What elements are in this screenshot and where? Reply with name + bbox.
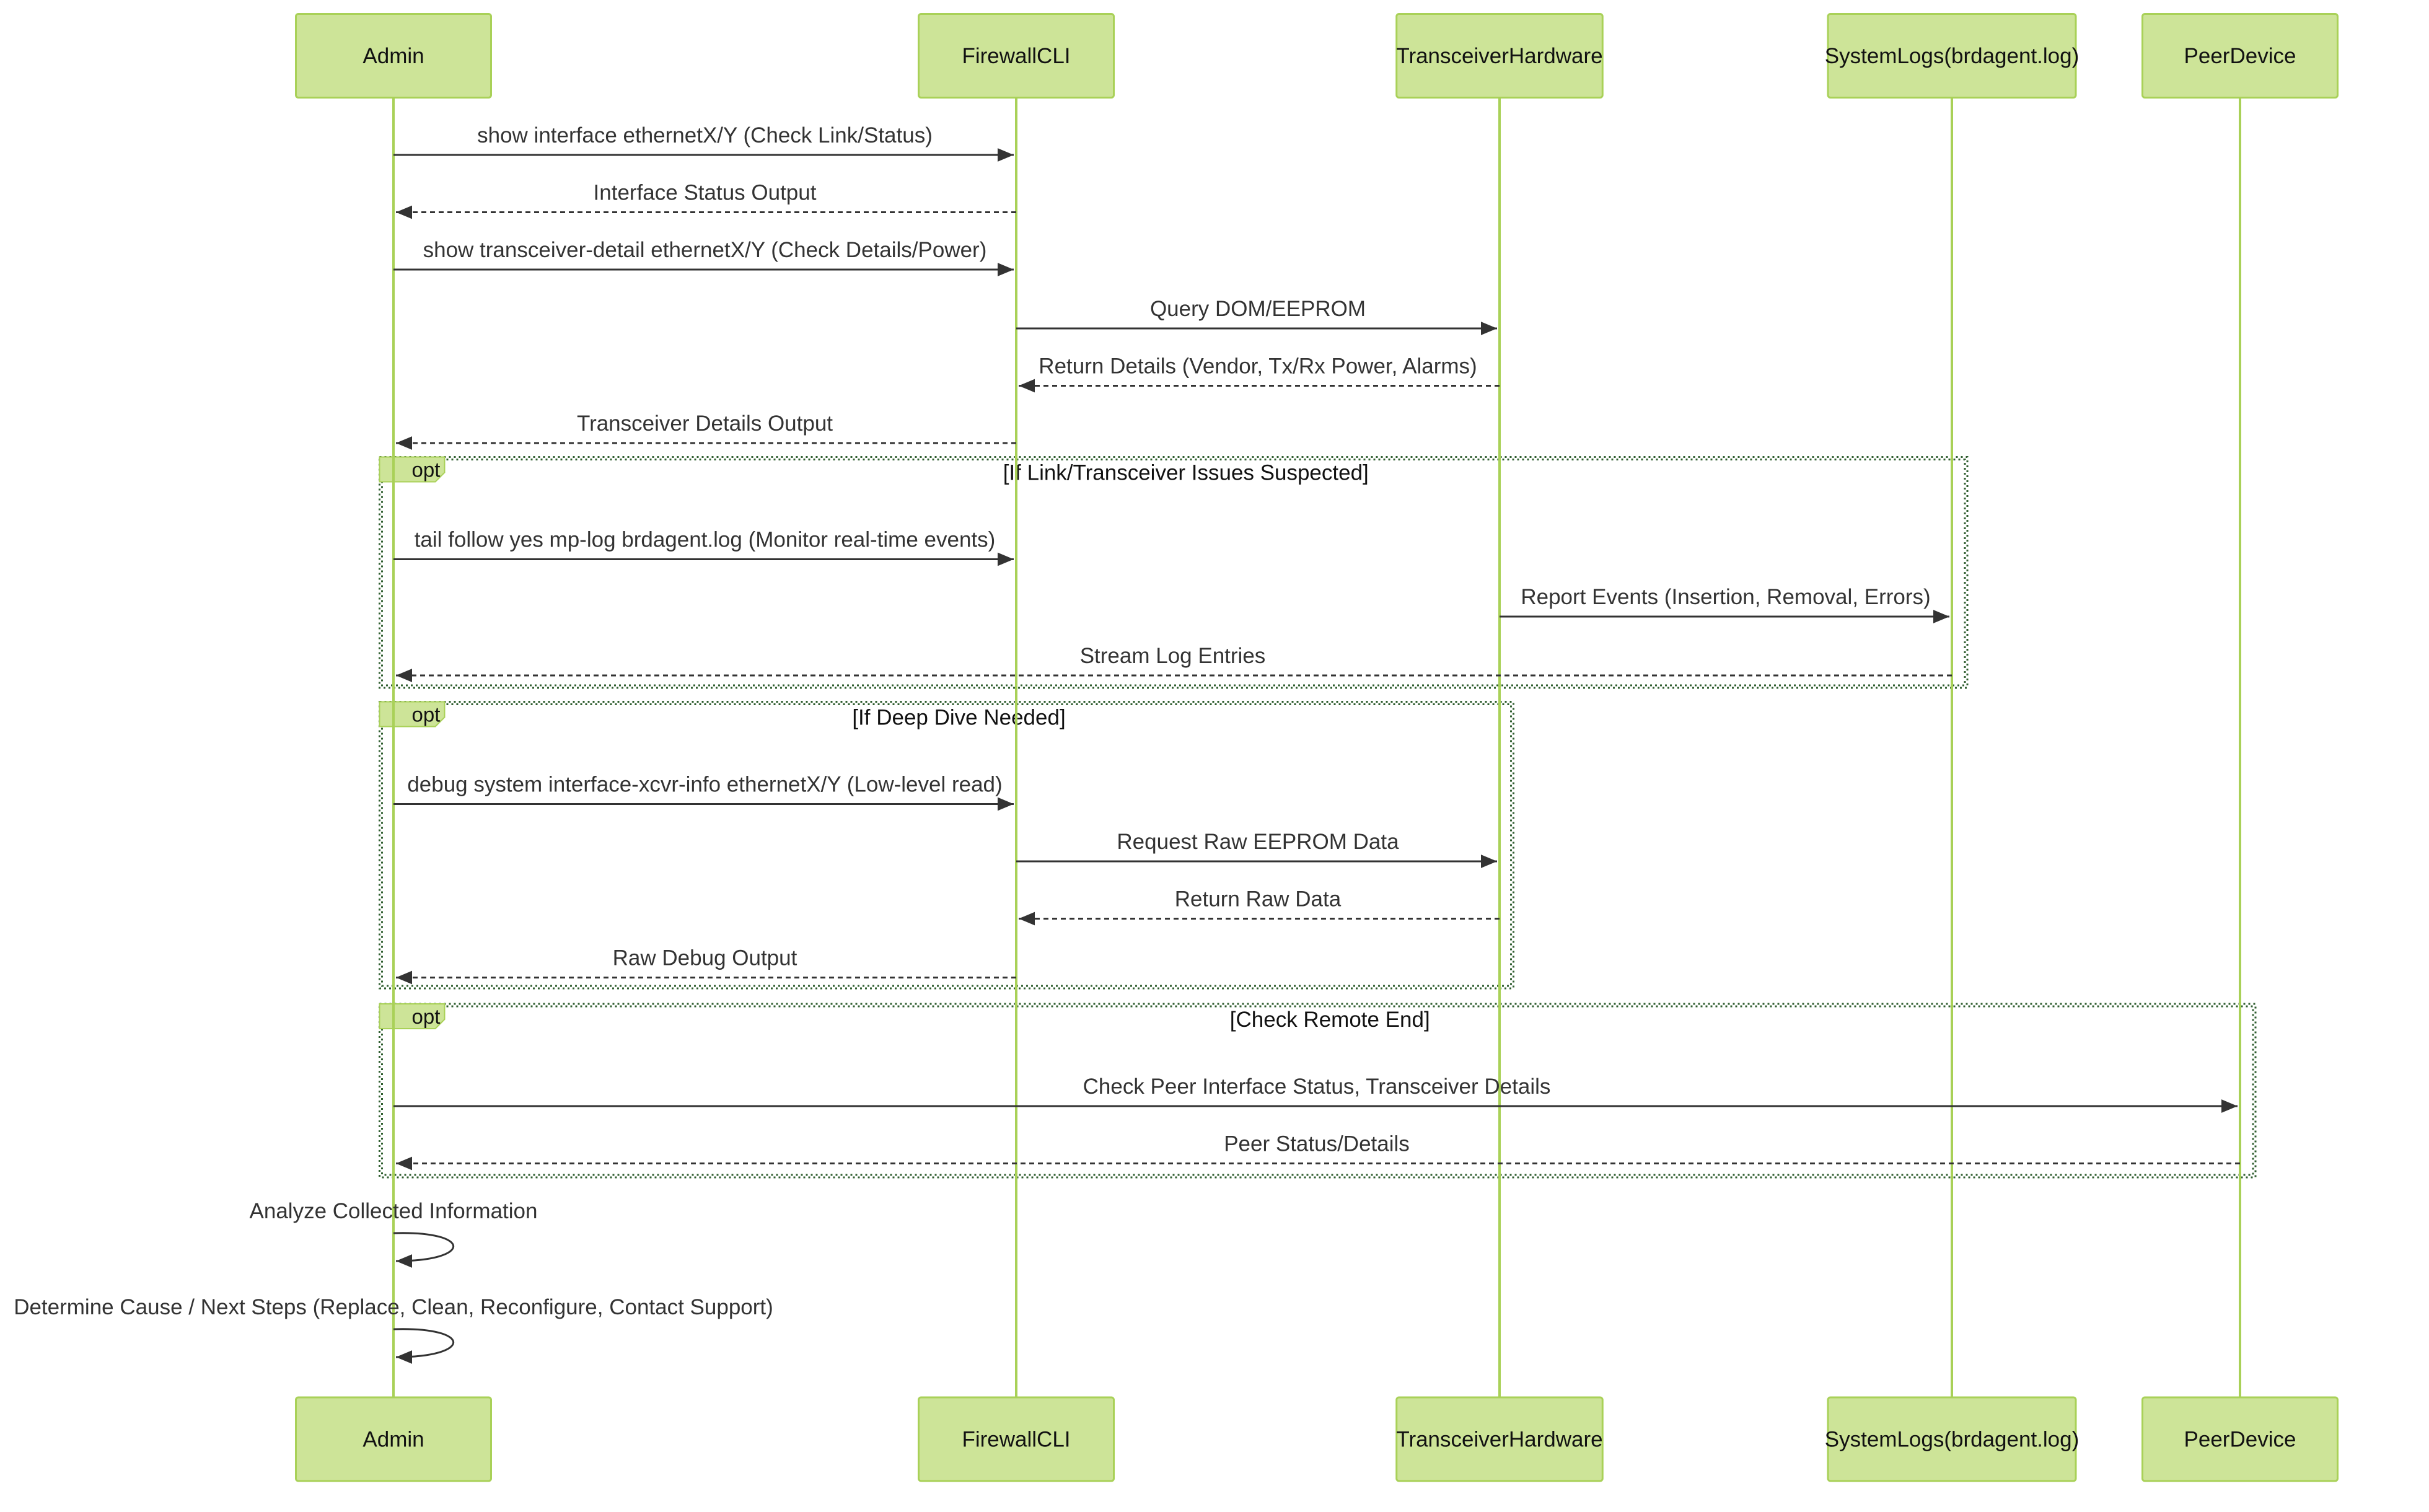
message-label: Check Peer Interface Status, Transceiver… [1083,1075,1551,1099]
actor-box-top: TransceiverHardware [1395,13,1604,99]
actor-box-bottom: TransceiverHardware [1395,1396,1604,1482]
actor-label: Admin [362,44,424,68]
call-message: Request Raw EEPROM Data [1016,830,1497,868]
fragment-keyword: opt [412,459,441,481]
message-label: Determine Cause / Next Steps (Replace, C… [14,1295,773,1319]
actor-box-top: Admin [295,13,492,99]
fragment-condition: [If Deep Dive Needed] [852,706,1065,730]
message-label: Return Details (Vendor, Tx/Rx Power, Ala… [1039,354,1477,379]
self-message: Determine Cause / Next Steps (Replace, C… [14,1295,773,1364]
message-label: show transceiver-detail ethernetX/Y (Che… [423,238,987,262]
call-message: show interface ethernetX/Y (Check Link/S… [393,123,1014,162]
actors-layer: AdminAdminFirewallCLIFirewallCLITranscei… [295,13,2339,1482]
message-label: Request Raw EEPROM Data [1117,830,1399,854]
fragment-tab [379,1003,446,1029]
fragments-layer: opt [If Link/Transceiver Issues Suspected… [379,456,2257,1179]
message-label: Analyze Collected Information [250,1199,538,1223]
message-arrow [393,1328,455,1364]
fragment-keyword: opt [412,1005,441,1028]
actor-label: PeerDevice [2184,44,2296,68]
lifelines-layer [392,97,2241,1397]
message-label: Raw Debug Output [613,946,797,970]
reply-message: Return Raw Data [1019,887,1500,926]
actor-box-bottom: PeerDevice [2141,1396,2339,1482]
messages-layer: show interface ethernetX/Y (Check Link/S… [14,123,2240,1364]
fragment-condition: [If Link/Transceiver Issues Suspected] [1003,461,1369,485]
actor-box-bottom: Admin [295,1396,492,1482]
actor-box-top: PeerDevice [2141,13,2339,99]
reply-message: Raw Debug Output [396,946,1016,985]
actor-label: Admin [362,1428,424,1452]
fragment-keyword: opt [412,703,441,726]
reply-message: Transceiver Details Output [396,411,1016,450]
message-label: Report Events (Insertion, Removal, Error… [1521,585,1930,609]
message-label: Query DOM/EEPROM [1150,297,1366,321]
opt-fragment: opt [Check Remote End] [379,1003,2257,1179]
reply-message: Stream Log Entries [396,644,1952,682]
call-message: Query DOM/EEPROM [1016,297,1497,335]
call-message: debug system interface-xcvr-info etherne… [393,773,1014,811]
actor-label: SystemLogs(brdagent.log) [1825,44,2080,68]
actor-label: PeerDevice [2184,1428,2296,1452]
call-message: Check Peer Interface Status, Transceiver… [393,1075,2238,1113]
actor-label: SystemLogs(brdagent.log) [1825,1428,2080,1452]
fragment-condition: [Check Remote End] [1230,1008,1430,1032]
message-label: Transceiver Details Output [577,411,833,436]
actor-label: FirewallCLI [962,1428,1070,1452]
reply-message: Return Details (Vendor, Tx/Rx Power, Ala… [1019,354,1500,393]
opt-fragment: opt [If Link/Transceiver Issues Suspected… [379,456,1969,689]
fragment-tab [379,701,446,727]
reply-message: Peer Status/Details [396,1132,2240,1171]
message-label: show interface ethernetX/Y (Check Link/S… [477,123,933,147]
message-label: Stream Log Entries [1080,644,1266,668]
actor-label: TransceiverHardware [1396,44,1602,68]
actor-label: FirewallCLI [962,44,1070,68]
reply-message: Interface Status Output [396,181,1016,219]
message-label: tail follow yes mp-log brdagent.log (Mon… [415,528,996,552]
fragment-tab [379,456,446,483]
actor-box-top: SystemLogs(brdagent.log) [1825,13,2080,99]
actor-box-bottom: SystemLogs(brdagent.log) [1825,1396,2080,1482]
message-label: Return Raw Data [1175,887,1342,912]
call-message: tail follow yes mp-log brdagent.log (Mon… [393,528,1014,566]
call-message: show transceiver-detail ethernetX/Y (Che… [393,238,1014,276]
message-label: debug system interface-xcvr-info etherne… [407,773,1002,797]
actor-box-bottom: FirewallCLI [918,1396,1115,1482]
opt-fragment: opt [If Deep Dive Needed] [379,701,1514,990]
self-message: Analyze Collected Information [250,1199,538,1268]
message-label: Interface Status Output [594,181,817,205]
actor-box-top: FirewallCLI [918,13,1115,99]
message-label: Peer Status/Details [1224,1132,1410,1156]
call-message: Report Events (Insertion, Removal, Error… [1500,585,1949,623]
actor-label: TransceiverHardware [1396,1428,1602,1452]
message-arrow [393,1232,455,1268]
